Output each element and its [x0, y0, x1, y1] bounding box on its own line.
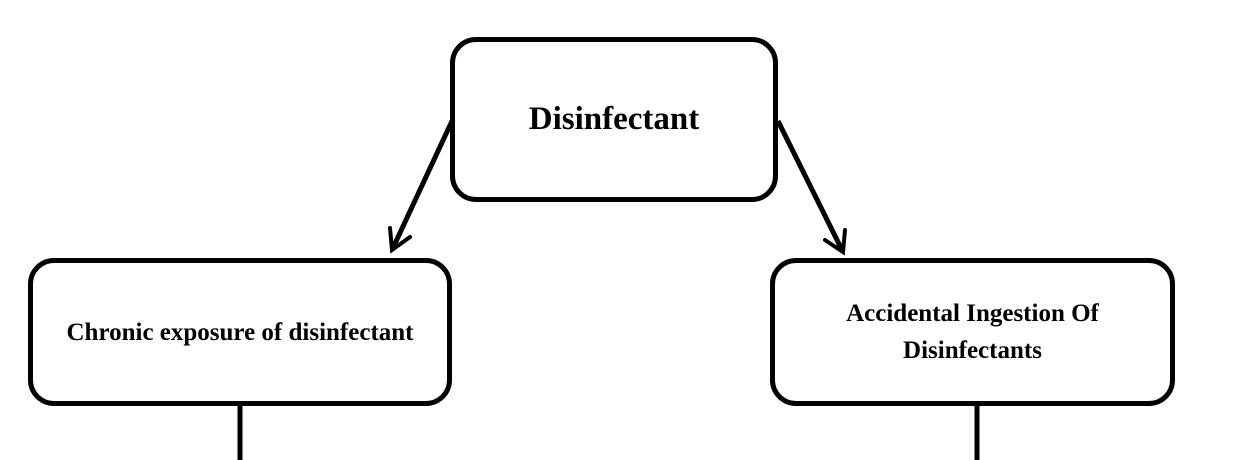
node-chronic-exposure-label: Chronic exposure of disinfectant — [66, 318, 414, 346]
edge-root-to-right-line — [775, 119, 846, 254]
node-accidental-ingestion: Accidental Ingestion Of Disinfectants — [770, 258, 1175, 406]
node-disinfectant: Disinfectant — [450, 37, 778, 202]
node-accidental-ingestion-label: Accidental Ingestion Of Disinfectants — [846, 300, 1099, 364]
edge-root-to-left-arrowhead-icon — [388, 226, 412, 254]
edge-root-to-right-arrowhead-icon — [823, 228, 847, 256]
edge-root-to-left-line — [389, 119, 455, 252]
node-chronic-exposure: Chronic exposure of disinfectant — [28, 258, 452, 406]
node-disinfectant-label: Disinfectant — [528, 101, 700, 138]
